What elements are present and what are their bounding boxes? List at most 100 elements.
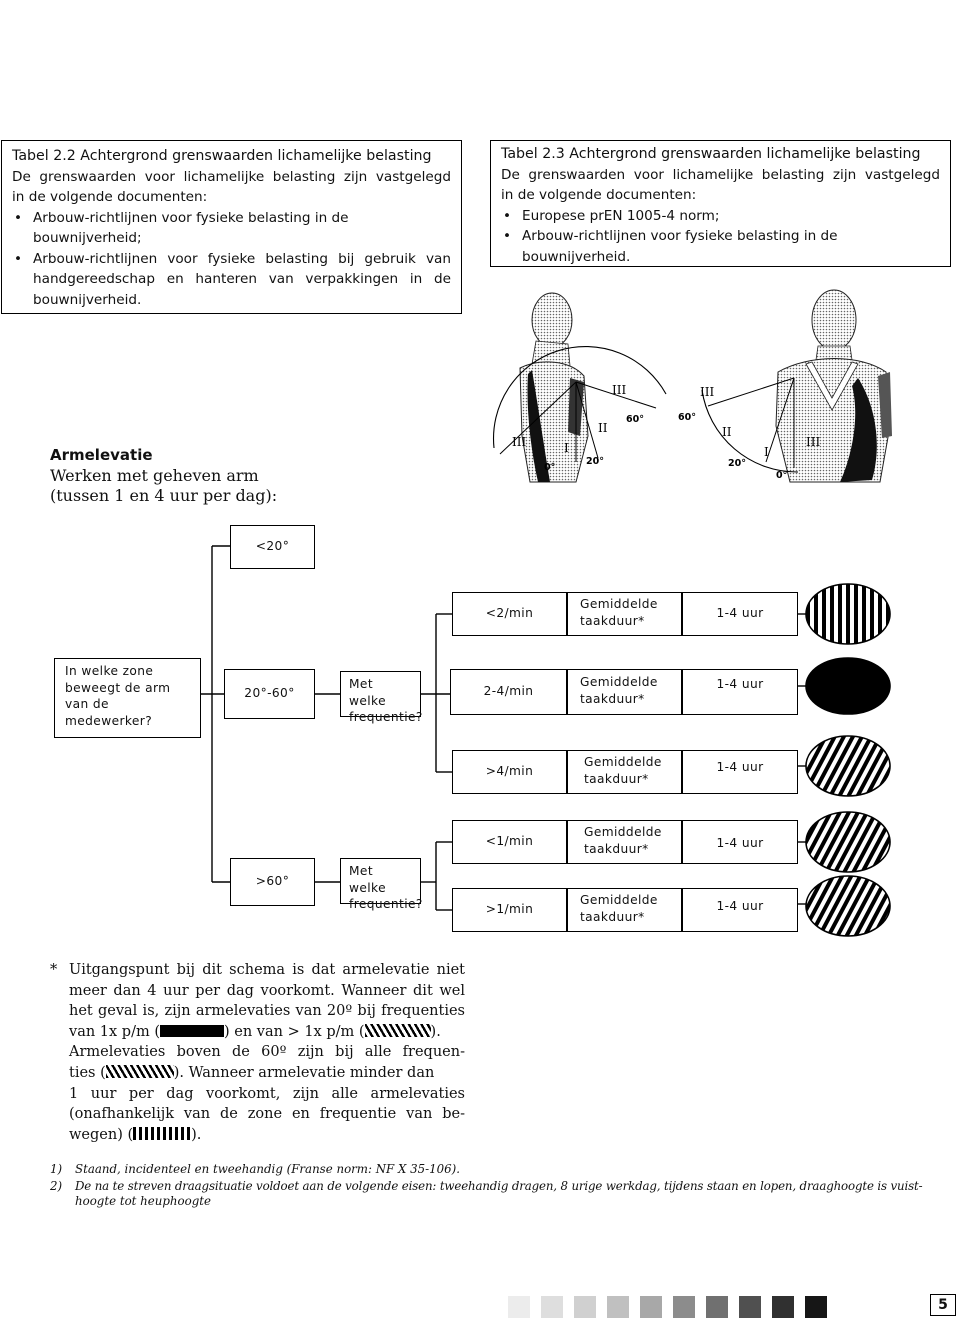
freq-gt4-box: >4/min	[452, 750, 567, 794]
note-line-9-a: wegen) (	[69, 1126, 134, 1143]
grey-step-3	[574, 1296, 596, 1318]
duration-2-line-2: taakduur*	[580, 691, 645, 706]
angle-label-0-left: 0°	[544, 462, 555, 473]
table-2-2-item-2-cont: handgereedschap en hanteren van verpakki…	[33, 271, 451, 287]
duration-1-line-1: Gemiddelde	[580, 597, 658, 611]
section-subheading-2: (tussen 1 en 4 uur per dag):	[50, 486, 278, 505]
question-freq-2-line-2: frequentie?	[349, 897, 423, 911]
note-block: Uitgangspunt bij dit schema is dat armel…	[69, 960, 465, 1145]
grey-step-1	[508, 1296, 530, 1318]
duration-3-line-2: taakduur*	[584, 771, 649, 786]
value-box-1: 1-4 uur	[682, 592, 798, 636]
note-line-2: meer dan 4 uur per dag voorkomt. Wanneer…	[69, 982, 465, 999]
zone-label-iii-left-top: III	[612, 383, 626, 397]
freq-lt2-box: <2/min	[452, 592, 567, 636]
question-freq-1-line-1: Met welke	[349, 677, 386, 708]
table-2-2-item-1-cont: bouwnijverheid;	[33, 230, 142, 246]
freq-gt4-label: >4/min	[485, 764, 534, 778]
question-freq-1-line-2: frequentie?	[349, 710, 423, 724]
question-zone-line-3: van de	[65, 697, 109, 711]
duration-box-2: Gemiddelde taakduur*	[567, 669, 682, 715]
freq-lt1-box: <1/min	[452, 820, 567, 864]
table-2-2-title: Tabel 2.2 Achtergrond grenswaarden licha…	[12, 148, 432, 164]
zone-label-ii-left: II	[598, 421, 608, 435]
zone-label-iii-left: III	[512, 435, 526, 449]
note-line-6-b: ). Wanneer armelevatie minder dan	[173, 1064, 435, 1081]
freq-2-4-label: 2-4/min	[483, 684, 534, 698]
outcome-oval-lt2	[805, 583, 891, 645]
zone-lt20-label: <20°	[255, 539, 290, 553]
section-subheading-1: Werken met geheven arm	[50, 466, 259, 485]
front-view-zone-arc	[701, 377, 799, 473]
table-2-3-item-2-cont: bouwnijverheid.	[522, 248, 631, 265]
freq-gt1-box: >1/min	[452, 888, 567, 932]
legend-vertical-swatch	[133, 1126, 192, 1140]
zone-lt20-box: <20°	[230, 525, 315, 569]
question-zone-box: In welke zone beweegt de arm van de mede…	[54, 658, 201, 738]
duration-box-4: Gemiddelde taakduur*	[567, 820, 682, 864]
greyscale-bar	[508, 1296, 912, 1318]
grey-step-7	[706, 1296, 728, 1318]
note-line-8: (onafhankelijk van de zone en frequentie…	[69, 1106, 465, 1123]
value-box-5: 1-4 uur	[682, 888, 798, 932]
zone-label-i-right: I	[764, 445, 769, 459]
freq-gt1-label: >1/min	[485, 902, 534, 916]
zone-20-60-box: 20°-60°	[224, 669, 315, 719]
footnote-2-text-1: De na te streven draagsituatie voldoet a…	[75, 1179, 923, 1193]
value-4-label: 1-4 uur	[716, 836, 764, 850]
note-line-6-a: ties (	[69, 1064, 106, 1081]
zone-gt60-label: >60°	[255, 874, 290, 888]
duration-4-line-1: Gemiddelde	[584, 825, 662, 839]
grey-step-10	[805, 1296, 827, 1318]
table-2-2-item-2: Arbouw-richtlijnen voor fysieke belastin…	[12, 249, 451, 270]
zone-gt60-box: >60°	[230, 858, 315, 906]
value-2-label: 1-4 uur	[716, 677, 764, 691]
front-view-worker-illustration	[775, 289, 892, 483]
table-2-2-intro-1: De grenswaarden voor lichamelijke belast…	[12, 168, 451, 185]
note-line-9-b: ).	[191, 1126, 202, 1143]
note-line-4-c: ).	[430, 1023, 441, 1040]
table-2-2-intro-2: in de volgende documenten:	[12, 189, 208, 205]
value-box-3: 1-4 uur	[682, 750, 798, 794]
value-3-label: 1-4 uur	[716, 760, 764, 774]
duration-3-line-1: Gemiddelde	[584, 755, 662, 769]
table-2-3-item-1: Europese prEN 1005-4 norm;	[501, 206, 940, 227]
note-line-1: Uitgangspunt bij dit schema is dat armel…	[69, 962, 465, 978]
legend-diagonal-swatch-1	[364, 1023, 431, 1037]
side-view-zone-arc	[492, 346, 667, 462]
question-freq-box-1: Met welke frequentie?	[340, 671, 422, 724]
grey-step-2	[541, 1296, 563, 1318]
duration-box-1: Gemiddelde taakduur*	[567, 592, 682, 636]
angle-label-20-right: 20°	[728, 458, 746, 469]
note-line-9: wegen) ().	[69, 1125, 465, 1146]
angle-label-20-left: 20°	[586, 456, 604, 467]
grey-step-4	[607, 1296, 629, 1318]
footnote-1-number: 1)	[50, 1162, 63, 1176]
duration-box-5: Gemiddelde taakduur*	[567, 888, 682, 932]
note-line-7: 1 uur per dag voorkomt, zijn alle armele…	[69, 1085, 465, 1102]
zone-label-i-left: I	[564, 441, 569, 455]
duration-5-line-1: Gemiddelde	[580, 893, 658, 907]
note-line-6: ties ( ). Wanneer armelevatie minder dan	[69, 1063, 465, 1084]
value-box-2: 1-4 uur	[682, 669, 798, 715]
legend-solid-swatch	[159, 1024, 224, 1037]
value-box-4: 1-4 uur	[682, 820, 798, 864]
legend-diagonal-swatch-2	[105, 1064, 174, 1078]
note-line-4-b: ) en van > 1x p/m (	[223, 1023, 365, 1040]
table-2-3-intro-1: De grenswaarden voor lichamelijke belast…	[501, 166, 940, 183]
footnote-2-number: 2)	[50, 1179, 63, 1193]
zone-20-60-label: 20°-60°	[244, 686, 295, 700]
note-marker: *	[50, 962, 58, 978]
footnote-2-text-2: hoogte tot heuphoogte	[75, 1194, 211, 1208]
freq-lt2-label: <2/min	[485, 606, 534, 620]
angle-label-60-right: 60°	[678, 412, 696, 423]
grey-step-5	[640, 1296, 662, 1318]
outcome-oval-2-4	[805, 657, 891, 715]
freq-lt1-label: <1/min	[485, 834, 534, 848]
duration-2-line-1: Gemiddelde	[580, 675, 658, 689]
grey-step-9	[772, 1296, 794, 1318]
question-freq-box-2: Met welke frequentie?	[340, 858, 422, 911]
table-2-2-box: Tabel 2.2 Achtergrond grenswaarden licha…	[1, 140, 462, 314]
grey-step-8	[739, 1296, 761, 1318]
